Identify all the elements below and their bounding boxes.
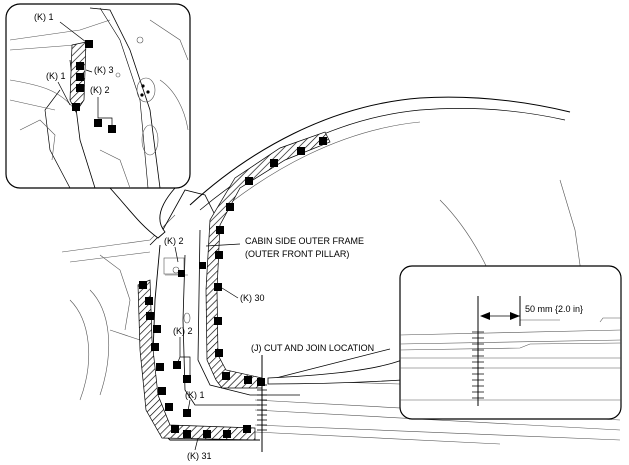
label-k31: (K) 31 — [187, 451, 212, 461]
label-k2-main-mid: (K) 2 — [173, 326, 193, 336]
label-cabin-frame-2: (OUTER FRONT PILLAR) — [245, 249, 349, 259]
label-k1-inset-top: (K) 1 — [34, 12, 54, 22]
detail-content — [400, 296, 621, 406]
label-k1-main: (K) 1 — [185, 390, 205, 400]
label-cut-join: (J) CUT AND JOIN LOCATION — [251, 343, 374, 353]
label-k2-inset: (K) 2 — [90, 85, 110, 95]
label-k3-inset: (K) 3 — [94, 65, 114, 75]
cut-join-line-main — [257, 355, 267, 452]
inset-callout-tail — [108, 187, 176, 239]
inset-detail — [9, 7, 189, 188]
leader-lines-main — [174, 243, 391, 451]
detail-frame — [399, 265, 622, 420]
weld-marks-main — [139, 137, 327, 438]
label-k30: (K) 30 — [240, 293, 265, 303]
hatch-band-k31 — [137, 279, 256, 441]
label-k1-inset-mid: (K) 1 — [46, 71, 66, 81]
label-cabin-frame-1: CABIN SIDE OUTER FRAME — [245, 236, 364, 246]
label-k2-main-top: (K) 2 — [164, 236, 184, 246]
inset-frame — [5, 3, 191, 189]
detail-callout-tail — [267, 359, 403, 385]
label-dimension: 50 mm {2.0 in} — [525, 304, 583, 314]
